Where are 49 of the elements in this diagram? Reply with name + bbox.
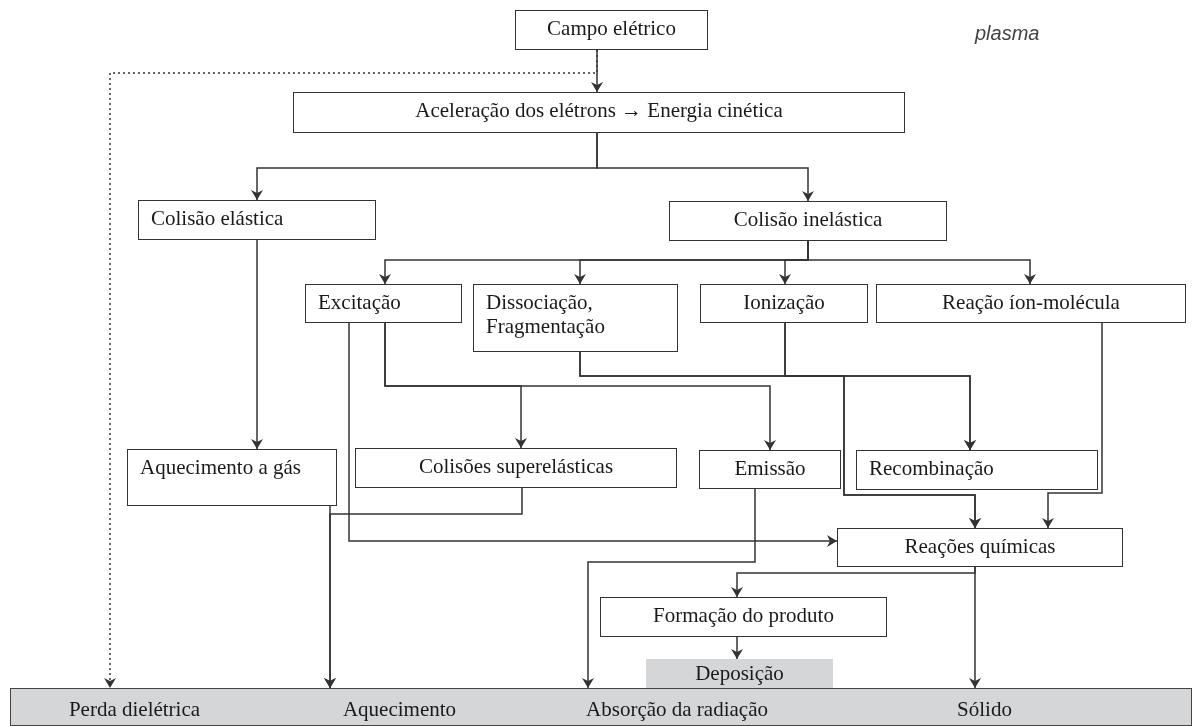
process-box [515,10,708,50]
band-label: Aquecimento [299,687,500,726]
process-box [600,597,887,637]
process-box [837,528,1123,567]
box-label: Campo elétrico [546,16,677,41]
process-box [293,92,905,133]
arrow [348,322,838,547]
arrow [324,487,523,689]
process-box [305,284,462,323]
box-label: Deposição [694,661,785,686]
process-box [138,200,376,240]
box-label: Reações químicas [903,534,1057,559]
arrow [731,566,976,598]
arrow [591,49,603,93]
box-label: Recombinação [869,456,995,481]
box-label: Colisão elástica [151,206,285,231]
arrow [596,132,814,202]
box-label: Colisão inelástica [732,207,884,232]
arrow [1042,322,1103,529]
box-label: Aceleração dos elétrons → Energia cinética [414,98,784,123]
band-label: Perda dielétrica [29,687,240,726]
arrow [731,636,743,660]
process-box [669,201,947,241]
arrow [784,322,981,529]
process-box [876,284,1186,323]
box-label: Dissociação, Fragmentação [486,290,606,339]
deposition-tab [646,659,833,688]
arrow [384,322,776,451]
process-box [856,450,1098,490]
process-box [699,450,841,489]
box-label: Ionização [742,290,826,315]
box-label: Excitação [318,290,402,315]
box-label: Emissão [733,456,807,481]
process-box [473,284,678,352]
box-label: Formação do produto [652,603,835,628]
band-label: Sólido [929,687,1040,726]
box-label: Aquecimento a gás [140,455,302,480]
dotted-arrow [104,49,598,689]
ground-band [10,688,1192,726]
box-label: Colisões superelásticas [417,454,615,479]
box-label: Reação íon-molécula [941,290,1121,315]
process-box [700,284,868,323]
arrow [251,239,263,450]
diagram-label: plasma [975,22,1040,45]
process-box [355,448,677,488]
arrow [807,240,1036,285]
band-label: Absorção da radiação [554,687,800,726]
arrow [582,488,756,689]
process-box [127,449,337,506]
